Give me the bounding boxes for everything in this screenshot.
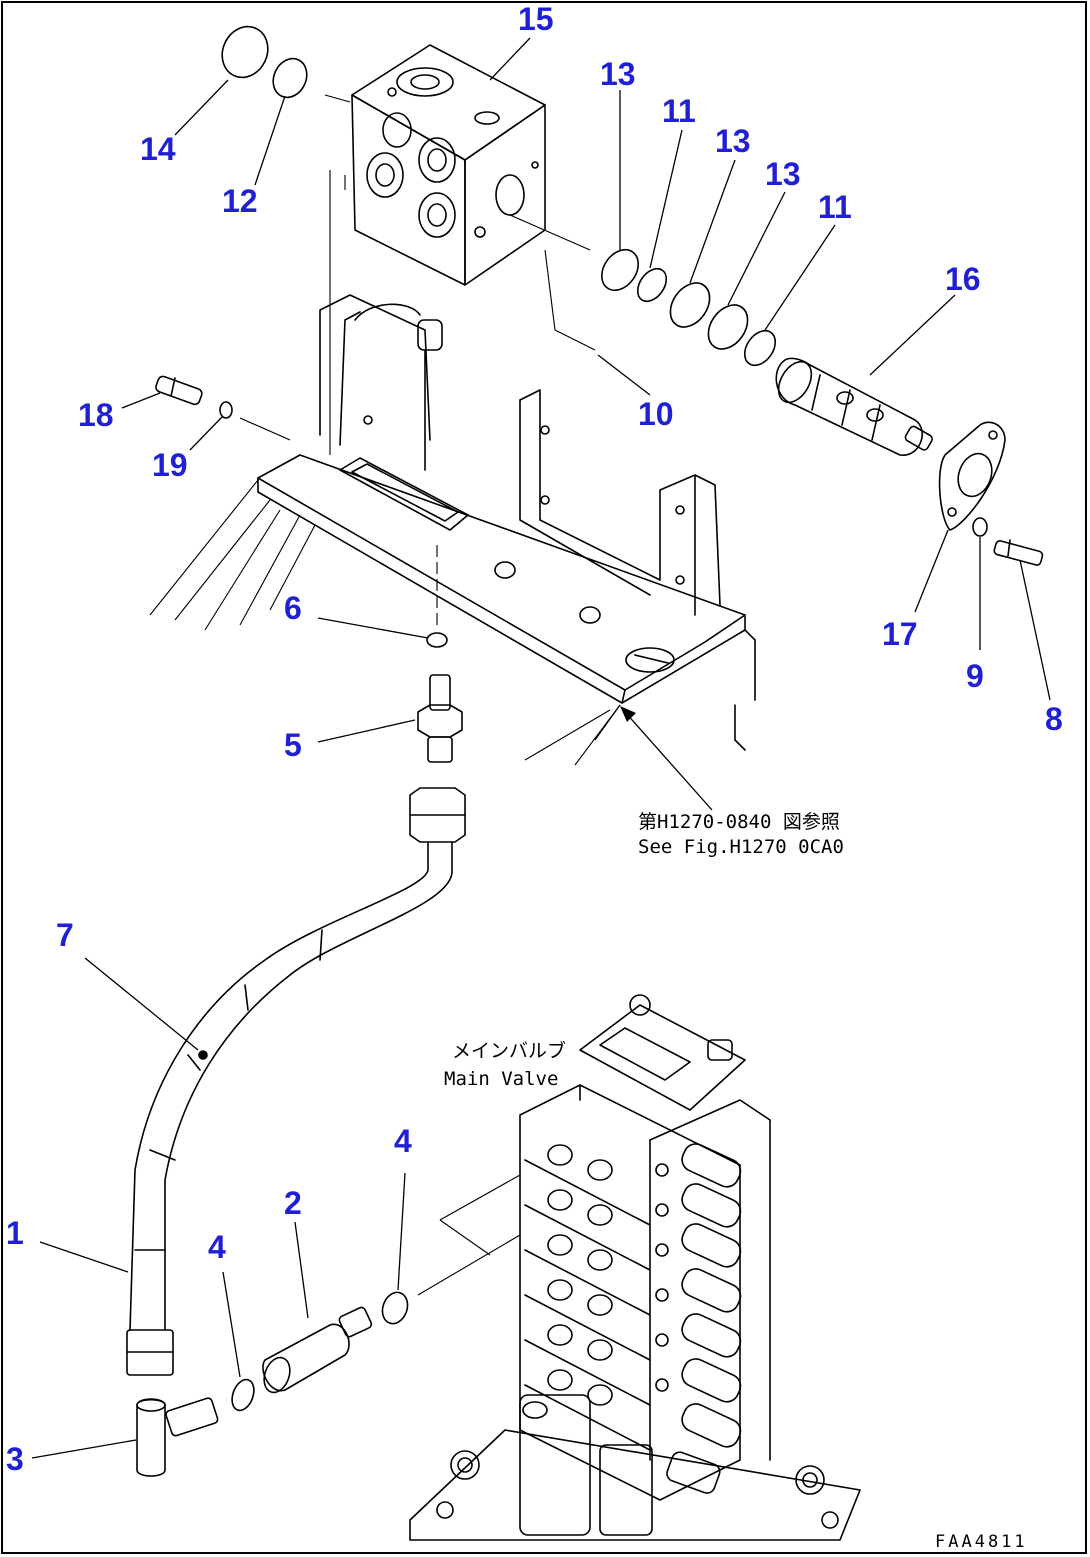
callout-11-b: 11 [818,189,852,225]
callout-4-a: 4 [208,1229,226,1265]
cover-plate [938,421,1006,531]
elbow-3 [136,1397,219,1477]
main-valve [409,994,861,1541]
callout-18: 18 [78,397,114,433]
callout-12: 12 [222,183,258,219]
washer-19 [219,401,233,419]
callout-5: 5 [284,727,302,763]
callout-7: 7 [56,917,74,953]
valve-block [351,44,546,286]
callout-13-a: 13 [600,56,636,92]
callout-17: 17 [882,616,918,652]
callout-10: 10 [638,396,674,432]
callout-11-a: 11 [662,93,696,129]
frame-lines [149,479,621,766]
o-ring-11-a [636,267,668,303]
reference-note-english: See Fig.H1270 0CA0 [638,836,844,858]
o-ring-13-b [669,282,711,328]
spool [775,357,933,456]
callout-2: 2 [284,1185,302,1221]
callout-14: 14 [140,131,176,167]
reference-arrowhead [620,706,636,722]
callout-3: 3 [6,1441,24,1477]
callout-19: 19 [152,447,188,483]
o-ring-4-b [381,1291,409,1325]
main-valve-label-english: Main Valve [444,1068,558,1090]
callout-15: 15 [518,1,554,37]
reference-note-japanese: 第H1270-0840 図参照 [638,811,840,833]
callout-13-b: 13 [715,123,751,159]
o-ring-13-c [707,304,749,350]
leader-lines [31,37,1051,1459]
union-5 [417,674,463,763]
bolt-8 [993,539,1044,566]
callout-13-c: 13 [765,156,801,192]
adapter-2 [262,1306,373,1394]
o-ring-14 [221,25,269,79]
callout-16: 16 [945,261,981,297]
o-ring-11-b [743,329,777,367]
callout-1: 1 [6,1215,24,1251]
callout-6: 6 [284,590,302,626]
callout-8: 8 [1045,701,1063,737]
washer-9 [972,517,988,537]
seal-rings [221,25,777,367]
callout-4-b: 4 [394,1123,412,1159]
o-ring-12 [272,57,308,99]
callout-numbers: 15 14 12 13 11 13 13 11 16 10 18 19 6 5 … [6,1,1063,1477]
main-valve-label-japanese: メインバルブ [452,1039,566,1062]
hose-7 [126,787,466,1376]
o-ring-13-a [601,248,639,292]
block-guide-lines [324,94,596,455]
mounting-plate [257,294,756,751]
o-ring-4-a [231,1378,255,1412]
callout-9: 9 [966,658,984,694]
o-ring-6 [426,632,448,648]
drawing-code: FAA4811 [935,1532,1028,1552]
bolt-18 [155,375,203,406]
